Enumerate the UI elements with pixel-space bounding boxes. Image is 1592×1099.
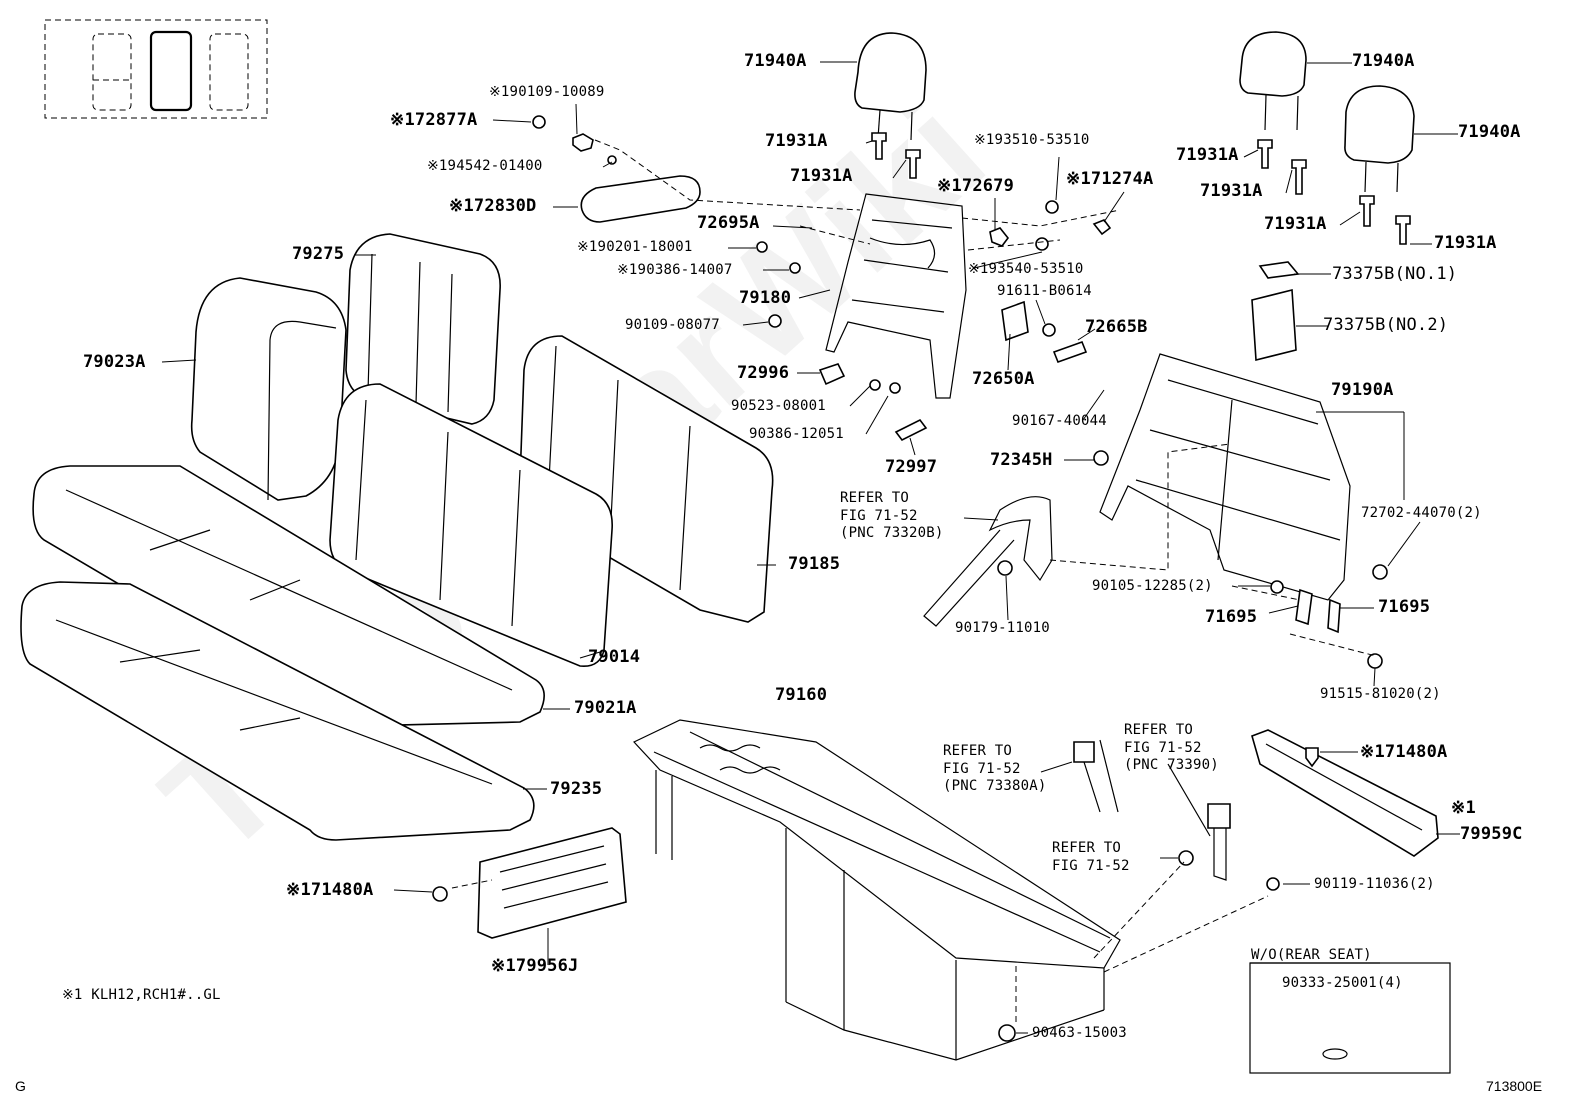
label-71931A-1[interactable]: 71931A (765, 131, 828, 151)
label-72695A[interactable]: 72695A (697, 213, 760, 233)
label-73375B-no1[interactable]: 73375B(NO.1) (1332, 264, 1458, 284)
label-72650A[interactable]: 72650A (972, 369, 1035, 389)
label-71695-left[interactable]: 71695 (1205, 607, 1258, 627)
label-79180[interactable]: 79180 (739, 288, 792, 308)
frame-79190A (1099, 353, 1351, 601)
label-72996[interactable]: 72996 (737, 363, 790, 383)
label-79185[interactable]: 79185 (788, 554, 841, 574)
headrest-supports (871, 132, 1411, 245)
assembly-lines (451, 139, 1377, 1022)
label-90463-15003[interactable]: 90463-15003 (1032, 1025, 1127, 1041)
label-73375B-no2[interactable]: 73375B(NO.2) (1323, 315, 1449, 335)
label-72345H[interactable]: 72345H (990, 450, 1053, 470)
seat-belt-73320B (923, 496, 1053, 627)
label-172679[interactable]: ※172679 (937, 176, 1015, 196)
refer-to-fig-73320B[interactable]: REFER TO FIG 71-52 (PNC 73320B) (840, 490, 944, 541)
wo-rear-seat-title: W/O(REAR SEAT) (1251, 947, 1372, 963)
label-91515-81020[interactable]: 91515-81020(2) (1320, 686, 1441, 702)
seat-back-79023A (190, 277, 347, 501)
label-71931A-4[interactable]: 71931A (1200, 181, 1263, 201)
side-cover-79959C (1251, 729, 1439, 857)
label-91611-B0614[interactable]: 91611-B0614 (997, 283, 1092, 299)
label-90167-40044[interactable]: 90167-40044 (1012, 413, 1107, 429)
seat-back-79275 (345, 233, 501, 425)
label-71695-right[interactable]: 71695 (1378, 597, 1431, 617)
label-72997[interactable]: 72997 (885, 457, 938, 477)
label-171480A-right[interactable]: ※171480A (1360, 742, 1448, 762)
frame-79180 (825, 193, 967, 399)
label-171480A-left[interactable]: ※171480A (286, 880, 374, 900)
label-90523-08001[interactable]: 90523-08001 (731, 398, 826, 414)
label-194542-01400[interactable]: ※194542-01400 (427, 158, 543, 174)
armrest (532, 115, 701, 223)
label-90386-12051[interactable]: 90386-12051 (749, 426, 844, 442)
label-179956J[interactable]: ※179956J (491, 956, 579, 976)
label-71940A-right-bottom[interactable]: 71940A (1458, 122, 1521, 142)
label-79023A[interactable]: 79023A (83, 352, 146, 372)
label-172877A[interactable]: ※172877A (390, 110, 478, 130)
label-79021A[interactable]: 79021A (574, 698, 637, 718)
label-90119-11036[interactable]: 90119-11036(2) (1314, 876, 1435, 892)
leader-lines (161, 61, 1460, 1034)
wo-rear-seat-box (1249, 962, 1451, 1074)
note-1: ※1 (1451, 798, 1476, 818)
refer-to-fig-71-52[interactable]: REFER TO FIG 71-52 (1052, 840, 1130, 874)
label-71931A-3[interactable]: 71931A (1176, 145, 1239, 165)
label-79959C[interactable]: 79959C (1460, 824, 1523, 844)
diagram-code: 713800E (1486, 1078, 1543, 1094)
label-171274A[interactable]: ※171274A (1066, 169, 1154, 189)
label-79160[interactable]: 79160 (775, 685, 828, 705)
label-71940A-left[interactable]: 71940A (744, 51, 807, 71)
label-172830D[interactable]: ※172830D (449, 196, 537, 216)
label-71931A-6[interactable]: 71931A (1434, 233, 1497, 253)
label-190109-10089[interactable]: ※190109-10089 (489, 84, 605, 100)
seat-position-indicator (44, 19, 268, 119)
seat-belt-73390 (1167, 763, 1231, 881)
label-90333-25001[interactable]: 90333-25001(4) (1282, 975, 1403, 991)
headrest-left (854, 32, 927, 141)
label-72665B[interactable]: 72665B (1085, 317, 1148, 337)
seat-cushion-79235 (20, 581, 535, 841)
label-79190A[interactable]: 79190A (1331, 380, 1394, 400)
seat-base-79160 (633, 719, 1121, 1061)
label-71940A-right-top[interactable]: 71940A (1352, 51, 1415, 71)
label-193540-53510[interactable]: ※193540-53510 (968, 261, 1084, 277)
footnote: ※1 KLH12,RCH1#..GL (62, 987, 221, 1003)
refer-to-fig-73390[interactable]: REFER TO FIG 71-52 (PNC 73390) (1124, 722, 1219, 773)
headrest-right-bottom (1344, 85, 1415, 193)
label-79235[interactable]: 79235 (550, 779, 603, 799)
seat-cushion-79021A (32, 465, 545, 727)
label-193510-53510[interactable]: ※193510-53510 (974, 132, 1090, 148)
seat-belt-73380A (1073, 739, 1119, 813)
label-190201-18001[interactable]: ※190201-18001 (577, 239, 693, 255)
label-79014[interactable]: 79014 (588, 647, 641, 667)
headrest-right-top (1239, 31, 1307, 131)
corner-letter: G (15, 1078, 26, 1094)
small-parts (432, 200, 1388, 1060)
label-90105-12285[interactable]: 90105-12285(2) (1092, 578, 1213, 594)
label-90109-08077[interactable]: 90109-08077 (625, 317, 720, 333)
label-71931A-5[interactable]: 71931A (1264, 214, 1327, 234)
label-71931A-2[interactable]: 71931A (790, 166, 853, 186)
label-79275[interactable]: 79275 (292, 244, 345, 264)
label-72702-44070[interactable]: 72702-44070(2) (1361, 505, 1482, 521)
side-panel-79956J (477, 827, 627, 939)
label-90179-11010[interactable]: 90179-11010 (955, 620, 1050, 636)
label-190386-14007[interactable]: ※190386-14007 (617, 262, 733, 278)
refer-to-fig-73380A[interactable]: REFER TO FIG 71-52 (PNC 73380A) (943, 743, 1047, 794)
